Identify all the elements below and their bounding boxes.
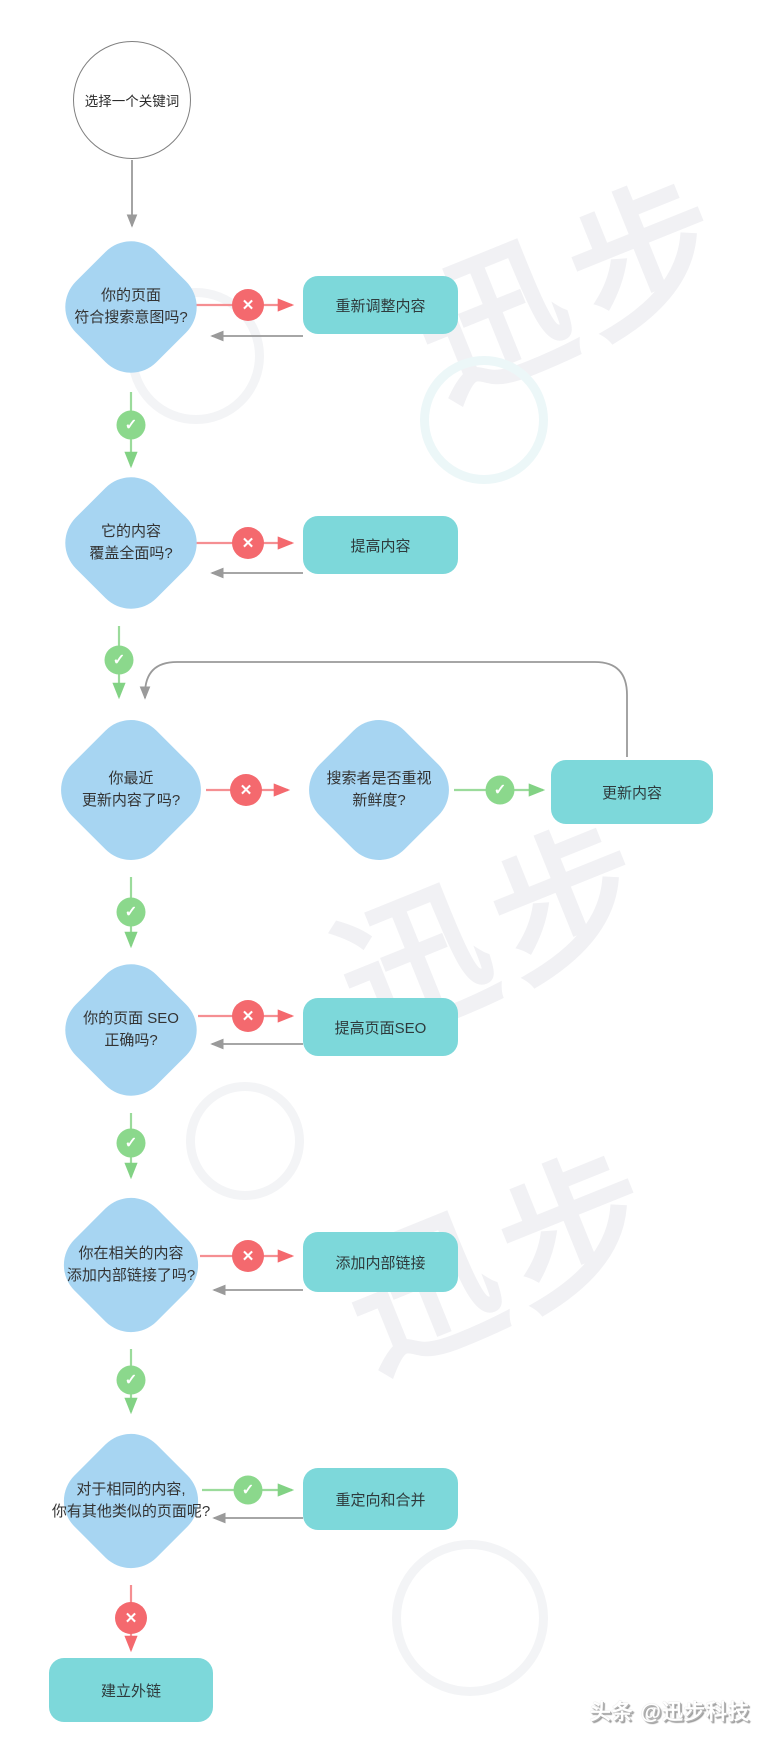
watermark-ring bbox=[392, 1540, 548, 1696]
action-label: 重新调整内容 bbox=[335, 297, 426, 315]
question-content-coverage-diamond: 它的内容 覆盖全面吗? bbox=[50, 462, 212, 624]
action-add-internal-links-box: 添加内部链接 bbox=[303, 1232, 458, 1292]
question-line: 覆盖全面吗? bbox=[89, 545, 173, 562]
start-node: 选择一个关键词 bbox=[73, 41, 191, 159]
yes-check-icon: ✓ bbox=[116, 410, 146, 440]
yes-check-icon: ✓ bbox=[104, 645, 134, 675]
action-label: 提高页面SEO bbox=[334, 1019, 427, 1037]
question-line: 你的页面 SEO bbox=[83, 1010, 179, 1028]
action-label: 更新内容 bbox=[601, 784, 662, 802]
question-line: 你的页面 bbox=[100, 287, 161, 305]
no-cross-icon: ✕ bbox=[115, 1602, 147, 1634]
no-cross-icon: ✕ bbox=[232, 527, 264, 559]
question-line: 新鲜度? bbox=[352, 792, 406, 809]
question-freshness-diamond: 搜索者是否重视 新鲜度? bbox=[294, 705, 464, 875]
action-improve-content-box: 提高内容 bbox=[303, 516, 458, 574]
action-label: 建立外链 bbox=[100, 1682, 161, 1700]
question-line: 你最近 bbox=[108, 770, 154, 788]
question-line: 对于相同的内容, bbox=[76, 1481, 186, 1499]
question-similar-pages-diamond: 对于相同的内容, 你有其他类似的页面呢? bbox=[49, 1419, 213, 1583]
question-line: 符合搜索意图吗? bbox=[74, 309, 188, 326]
yes-check-icon: ✓ bbox=[485, 775, 515, 805]
action-label: 重定向和合并 bbox=[335, 1491, 426, 1509]
no-cross-icon: ✕ bbox=[230, 774, 262, 806]
footer-credit: 头条 @迅步科技 bbox=[589, 1701, 750, 1724]
question-line: 它的内容 bbox=[100, 523, 161, 541]
yes-check-icon: ✓ bbox=[116, 897, 146, 927]
no-cross-icon: ✕ bbox=[232, 289, 264, 321]
question-recent-update-diamond: 你最近 更新内容了吗? bbox=[46, 705, 216, 875]
yes-check-icon: ✓ bbox=[116, 1128, 146, 1158]
watermark-ring bbox=[420, 356, 548, 484]
question-search-intent-diamond: 你的页面 符合搜索意图吗? bbox=[50, 226, 212, 388]
question-line: 你有其他类似的页面呢? bbox=[51, 1503, 211, 1520]
action-update-content-box: 更新内容 bbox=[551, 760, 713, 824]
watermark-ring bbox=[186, 1082, 304, 1200]
start-node-label: 选择一个关键词 bbox=[84, 94, 180, 109]
question-line: 你在相关的内容 bbox=[78, 1245, 184, 1263]
yes-check-icon: ✓ bbox=[116, 1365, 146, 1395]
action-improve-page-seo-box: 提高页面SEO bbox=[303, 998, 458, 1056]
question-line: 更新内容了吗? bbox=[81, 792, 181, 809]
question-page-seo-diamond: 你的页面 SEO 正确吗? bbox=[50, 949, 212, 1111]
question-line: 搜索者是否重视 bbox=[326, 770, 432, 788]
yes-check-icon: ✓ bbox=[233, 1475, 263, 1505]
action-readjust-content-box: 重新调整内容 bbox=[303, 276, 458, 334]
question-line: 添加内部链接了吗? bbox=[66, 1267, 196, 1284]
action-label: 提高内容 bbox=[350, 537, 411, 555]
no-cross-icon: ✕ bbox=[232, 1000, 264, 1032]
action-label: 添加内部链接 bbox=[335, 1254, 426, 1272]
action-build-backlinks-box: 建立外链 bbox=[49, 1658, 213, 1722]
action-redirect-merge-box: 重定向和合并 bbox=[303, 1468, 458, 1530]
no-cross-icon: ✕ bbox=[232, 1240, 264, 1272]
question-internal-links-diamond: 你在相关的内容 添加内部链接了吗? bbox=[49, 1183, 213, 1347]
question-line: 正确吗? bbox=[104, 1032, 158, 1049]
